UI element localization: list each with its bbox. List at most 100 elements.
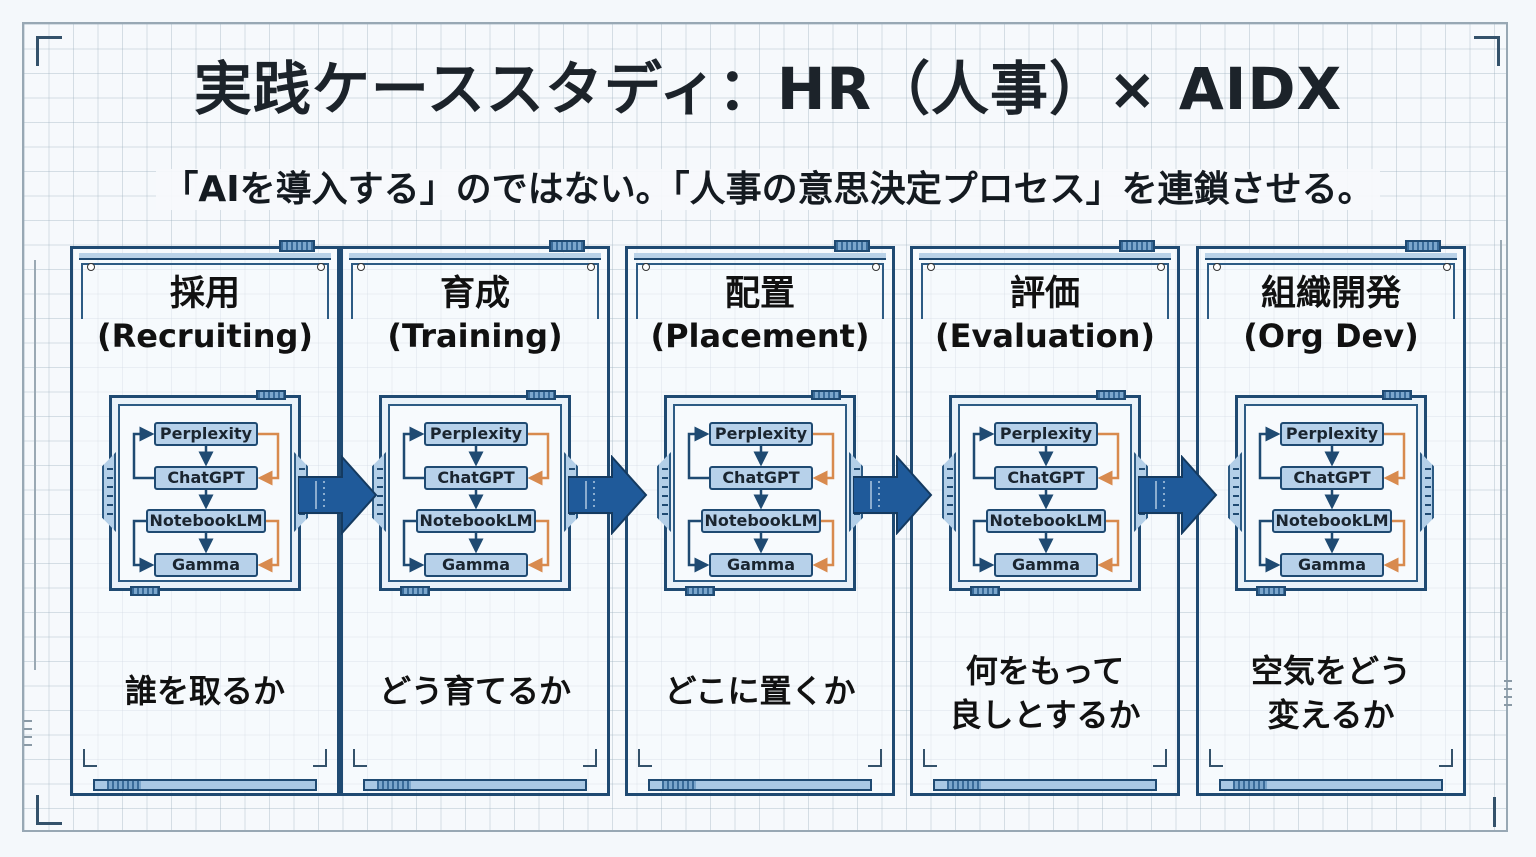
stage-title: 組織開発(Org Dev) <box>1199 273 1463 357</box>
feedback-arrow-icon <box>812 519 835 573</box>
panel-bottom-bar <box>648 779 872 791</box>
tool-perplexity[interactable]: Perplexity <box>709 422 813 446</box>
foot-bracket-left <box>923 749 937 767</box>
tool-notebooklm[interactable]: NotebookLM <box>416 509 536 533</box>
stage-name-en: (Training) <box>387 317 563 355</box>
panel-header-frame <box>351 263 599 319</box>
toolbox-vent-top <box>526 390 556 400</box>
panel-vent-tab <box>1405 240 1441 252</box>
foot-bracket-left <box>83 749 97 767</box>
loop-arrow-icon <box>132 519 155 573</box>
tool-gamma[interactable]: Gamma <box>709 553 813 577</box>
feedback-arrow-icon <box>1383 519 1406 573</box>
tool-flow-arrows <box>687 426 835 573</box>
loop-arrow-icon <box>402 426 425 480</box>
stage-question: 誰を取るか <box>73 669 337 713</box>
feedback-arrow-icon <box>257 432 280 486</box>
loop-arrow-icon <box>687 519 710 573</box>
feedback-arrow-icon <box>812 432 835 486</box>
tool-perplexity[interactable]: Perplexity <box>154 422 258 446</box>
panel-vent-tab <box>834 240 870 252</box>
feedback-arrow-icon <box>1097 432 1120 486</box>
tool-perplexity[interactable]: Perplexity <box>994 422 1098 446</box>
tool-perplexity[interactable]: Perplexity <box>424 422 528 446</box>
loop-arrow-icon <box>1258 426 1281 480</box>
toolbox-vent-bottom <box>400 586 430 596</box>
tool-notebooklm[interactable]: NotebookLM <box>1272 509 1392 533</box>
panel-top-bar <box>349 253 601 260</box>
tool-notebooklm[interactable]: NotebookLM <box>986 509 1106 533</box>
tool-gamma[interactable]: Gamma <box>424 553 528 577</box>
tool-gamma[interactable]: Gamma <box>1280 553 1384 577</box>
tool-chatgpt[interactable]: ChatGPT <box>154 466 258 490</box>
panel-header-frame <box>636 263 884 319</box>
left-edge-bracket <box>22 260 36 670</box>
stage-title: 配置(Placement) <box>628 273 892 357</box>
corner-bracket-top-left <box>36 36 62 66</box>
question-line: 良しとするか <box>949 696 1141 734</box>
stage-name-en: (Recruiting) <box>96 317 314 355</box>
stage-name-en: (Evaluation) <box>935 317 1155 355</box>
toolbox-vent-top <box>1096 390 1126 400</box>
corner-bracket-bottom-left <box>36 795 62 825</box>
subtitle-text: 「AIを導入する」のではない。「人事の意思決定プロセス」を連鎖させる。 <box>156 169 1380 210</box>
tool-chatgpt[interactable]: ChatGPT <box>424 466 528 490</box>
tool-notebooklm[interactable]: NotebookLM <box>701 509 821 533</box>
stage-name-ja: 採用 <box>169 274 240 314</box>
tool-chatgpt[interactable]: ChatGPT <box>1280 466 1384 490</box>
toolbox-vent-top <box>811 390 841 400</box>
loop-arrow-icon <box>972 426 995 480</box>
tool-flow-arrows <box>972 426 1120 573</box>
feedback-arrow-icon <box>1097 519 1120 573</box>
foot-bracket-left <box>353 749 367 767</box>
foot-bracket-right <box>1153 749 1167 767</box>
stage-name-ja: 評価 <box>1009 274 1080 314</box>
tool-perplexity[interactable]: Perplexity <box>1280 422 1384 446</box>
foot-bracket-right <box>313 749 327 767</box>
panel-top-bar <box>919 253 1171 260</box>
panel-bottom-bar <box>1219 779 1443 791</box>
panel-top-bar <box>79 253 331 260</box>
feedback-arrow-icon <box>1383 432 1406 486</box>
toolbox-vent-bottom <box>1256 586 1286 596</box>
foot-bracket-left <box>1209 749 1223 767</box>
tool-chatgpt[interactable]: ChatGPT <box>709 466 813 490</box>
tool-chatgpt[interactable]: ChatGPT <box>994 466 1098 490</box>
stage-connector-3-right-arrow-icon <box>853 455 933 535</box>
loop-arrow-icon <box>972 519 995 573</box>
question-line: どう育てるか <box>378 672 571 710</box>
stage-question: 空気をどう変えるか <box>1199 649 1463 737</box>
corner-bracket-bottom-right <box>1493 797 1496 827</box>
tool-notebooklm[interactable]: NotebookLM <box>146 509 266 533</box>
rivet-icon <box>587 263 595 271</box>
rivet-icon <box>1443 263 1451 271</box>
panel-header-frame <box>81 263 329 319</box>
left-tick-marks <box>24 720 32 752</box>
question-line: 空気をどう <box>1250 652 1411 690</box>
tool-gamma[interactable]: Gamma <box>154 553 258 577</box>
stage-name-ja: 育成 <box>439 274 510 314</box>
tool-flow-arrows <box>1258 426 1406 573</box>
toolbox-vent-bottom <box>130 586 160 596</box>
stage-title: 評価(Evaluation) <box>913 273 1177 357</box>
panel-top-bar <box>634 253 886 260</box>
question-line: どこに置くか <box>664 672 856 710</box>
loop-arrow-icon <box>687 426 710 480</box>
right-tick-marks <box>1504 680 1512 712</box>
question-line: 変えるか <box>1267 696 1395 734</box>
stage-name-en: (Org Dev) <box>1243 317 1419 355</box>
tool-flow-arrows <box>402 426 550 573</box>
stage-name-en: (Placement) <box>650 317 870 355</box>
rivet-icon <box>1157 263 1165 271</box>
panel-header-frame <box>1207 263 1455 319</box>
feedback-arrow-icon <box>527 519 550 573</box>
panel-vent-tab <box>549 240 585 252</box>
tool-gamma[interactable]: Gamma <box>994 553 1098 577</box>
